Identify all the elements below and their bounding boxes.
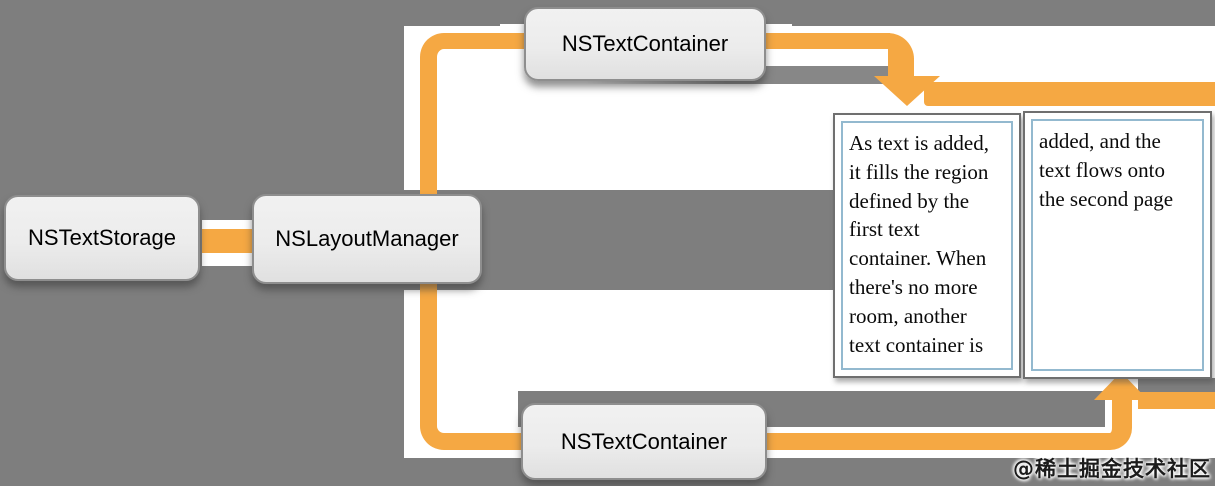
- node-nstextcontainer-top: NSTextContainer: [524, 7, 766, 81]
- watermark-text: @稀土掘金技术社区: [1013, 457, 1211, 481]
- connector-band-to-page1: [924, 82, 1215, 106]
- node-nstextcontainer-bottom: NSTextContainer: [521, 403, 767, 480]
- node-nstextstorage-label: NSTextStorage: [28, 225, 176, 250]
- node-nstextcontainer-bottom-label: NSTextContainer: [560, 428, 728, 454]
- node-nstextcontainer-top-label: NSTextContainer: [561, 31, 729, 56]
- node-nslayoutmanager: NSLayoutManager: [252, 194, 482, 284]
- connector-band-to-page2: [1138, 392, 1215, 409]
- storage-manager-link: [202, 229, 254, 253]
- connector-stub-up: [1112, 398, 1132, 420]
- text-page-2: added, and the text flows onto the secon…: [1023, 111, 1212, 379]
- bottom-right-gray-strip: [1138, 378, 1215, 392]
- node-nslayoutmanager-label: NSLayoutManager: [275, 226, 459, 251]
- text-page-1-content: As text is added, it fills the region de…: [841, 121, 1013, 370]
- connector-stub-down: [888, 58, 914, 80]
- text-page-2-content: added, and the text flows onto the secon…: [1031, 119, 1204, 371]
- text-page-1: As text is added, it fills the region de…: [833, 113, 1021, 378]
- node-nstextstorage: NSTextStorage: [4, 195, 200, 281]
